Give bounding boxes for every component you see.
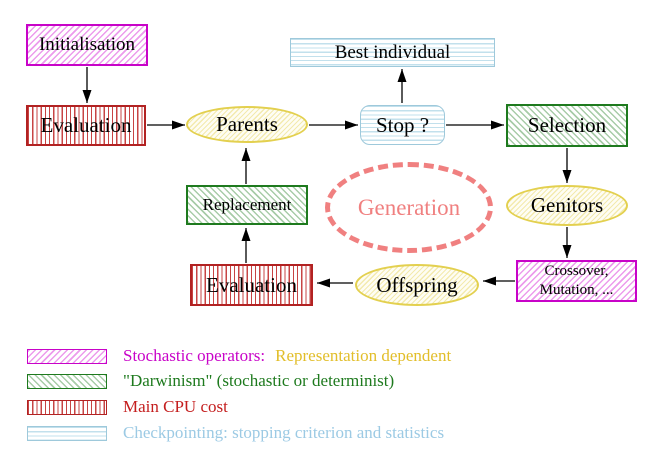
legend-row-checkpointing: Checkpointing: stopping criterion and st… [27,423,444,443]
generation-loop-ellipse: Generation [325,162,493,253]
legend-label-checkpointing: Checkpointing: stopping criterion and st… [123,423,445,442]
node-best-individual: Best individual [290,38,495,67]
node-selection: Selection [506,104,628,147]
node-offspring: Offspring [355,264,479,306]
legend-row-stochastic-operators: Stochastic operators: Representation dep… [27,346,451,366]
generation-label: Generation [357,194,461,220]
crossover-line2: Mutation, ... [539,282,614,298]
node-initialisation: Initialisation [26,24,148,66]
node-genitors: Genitors [506,185,628,226]
node-evaluation-bottom: Evaluation [190,264,313,306]
node-crossover-mutation: Crossover, Mutation, ... [516,260,637,302]
legend-label-representation: Representation dependent [275,346,452,365]
magenta-hatch-swatch [27,348,107,364]
green-hatch-swatch [27,373,107,389]
node-stop: Stop ? [360,105,445,145]
cyan-stripes-swatch [27,425,107,441]
node-parents: Parents [186,106,308,143]
legend-label-cpu-cost: Main CPU cost [123,397,228,416]
legend-row-darwinism: "Darwinism" (stochastic or determinist) [27,371,394,391]
crossover-line1: Crossover, [544,263,609,280]
legend-label-darwinism: "Darwinism" (stochastic or determinist) [123,371,395,390]
legend-label-stochastic: Stochastic operators: [123,346,266,365]
node-evaluation-top: Evaluation [26,105,146,146]
node-replacement: Replacement [186,185,308,225]
legend-row-cpu-cost: Main CPU cost [27,397,228,417]
red-stripes-swatch [27,399,107,415]
